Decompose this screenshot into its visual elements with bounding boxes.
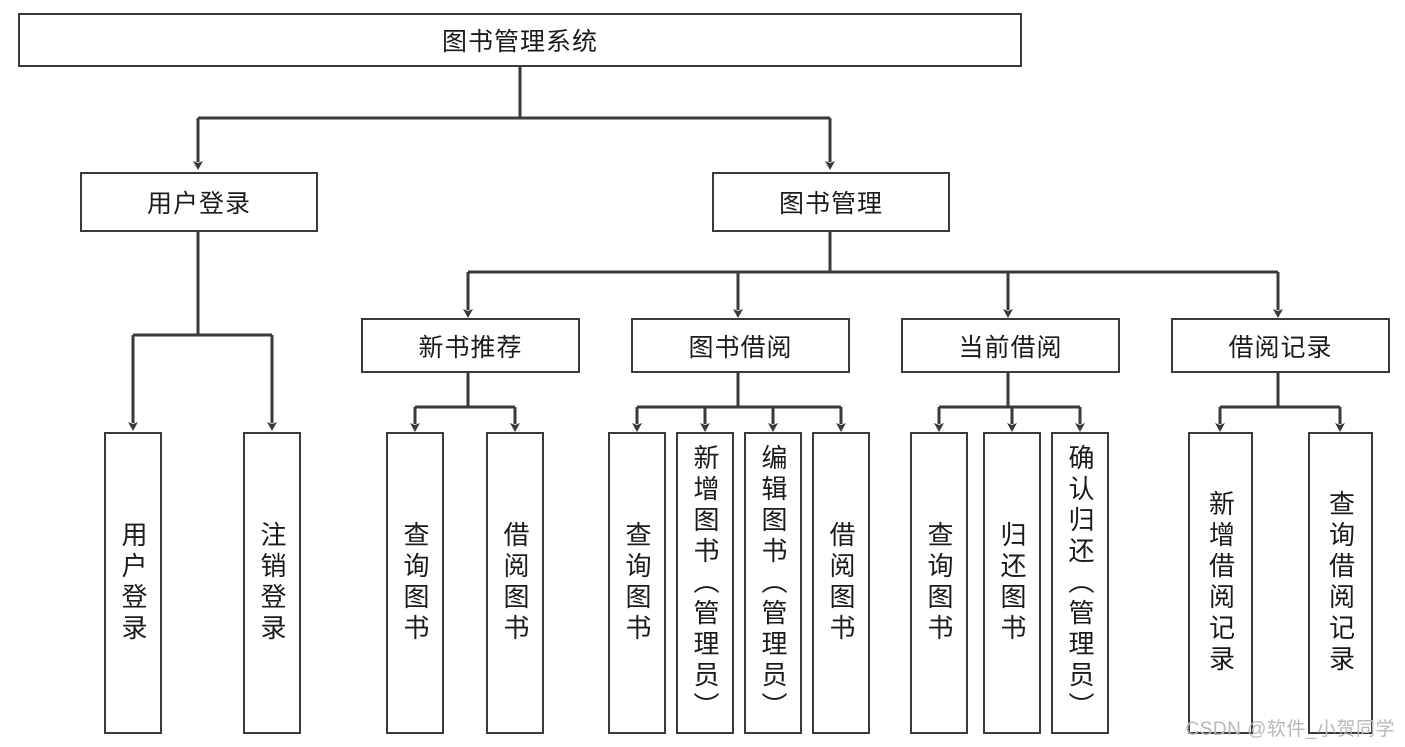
node-leaf-user-login[interactable]: 用户登录 — [104, 432, 162, 734]
node-user-login[interactable]: 用户登录 — [80, 172, 318, 232]
node-leaf-query-book-borrow[interactable]: 查询图书 — [608, 432, 666, 734]
node-leaf-edit-book[interactable]: 编辑图书（管理员） — [744, 432, 802, 734]
node-borrow-record-label: 借阅记录 — [1228, 333, 1333, 362]
node-current-borrow-label: 当前借阅 — [958, 333, 1063, 362]
node-book-management[interactable]: 图书管理 — [712, 172, 950, 232]
edge-group-root — [193, 67, 835, 170]
node-leaf-confirm-return[interactable]: 确认归还（管理员） — [1051, 432, 1109, 734]
edge-group-new-book-recommend — [410, 373, 520, 432]
node-root[interactable]: 图书管理系统 — [18, 13, 1022, 67]
node-book-borrow-label: 图书借阅 — [688, 333, 793, 362]
csdn-watermark: CSDN @软件_小贺同学 — [1185, 719, 1395, 740]
node-leaf-add-book[interactable]: 新增图书（管理员） — [676, 432, 734, 734]
node-root-label: 图书管理系统 — [441, 28, 598, 56]
edge-group-book-borrow — [632, 373, 846, 432]
node-new-book-recommend-label: 新书推荐 — [418, 333, 523, 362]
edge-group-current-borrow — [934, 373, 1085, 432]
node-leaf-query-book-recommend[interactable]: 查询图书 — [386, 432, 444, 734]
node-new-book-recommend[interactable]: 新书推荐 — [361, 318, 580, 373]
edge-group-book-management — [463, 232, 1283, 318]
node-leaf-borrow-book-recommend[interactable]: 借阅图书 — [486, 432, 544, 734]
node-leaf-add-borrow-record[interactable]: 新增借阅记录 — [1188, 432, 1253, 734]
node-borrow-record[interactable]: 借阅记录 — [1171, 318, 1390, 373]
node-book-management-label: 图书管理 — [778, 190, 883, 218]
edge-group-user-login — [128, 232, 277, 431]
node-leaf-logout[interactable]: 注销登录 — [243, 432, 301, 734]
node-leaf-query-book-current[interactable]: 查询图书 — [910, 432, 968, 734]
node-leaf-borrow-book[interactable]: 借阅图书 — [812, 432, 870, 734]
node-leaf-return-book[interactable]: 归还图书 — [983, 432, 1041, 734]
edge-group-borrow-record — [1215, 373, 1345, 432]
node-user-login-label: 用户登录 — [146, 190, 251, 218]
node-book-borrow[interactable]: 图书借阅 — [631, 318, 850, 373]
node-current-borrow[interactable]: 当前借阅 — [901, 318, 1120, 373]
node-leaf-query-borrow-record[interactable]: 查询借阅记录 — [1308, 432, 1373, 734]
